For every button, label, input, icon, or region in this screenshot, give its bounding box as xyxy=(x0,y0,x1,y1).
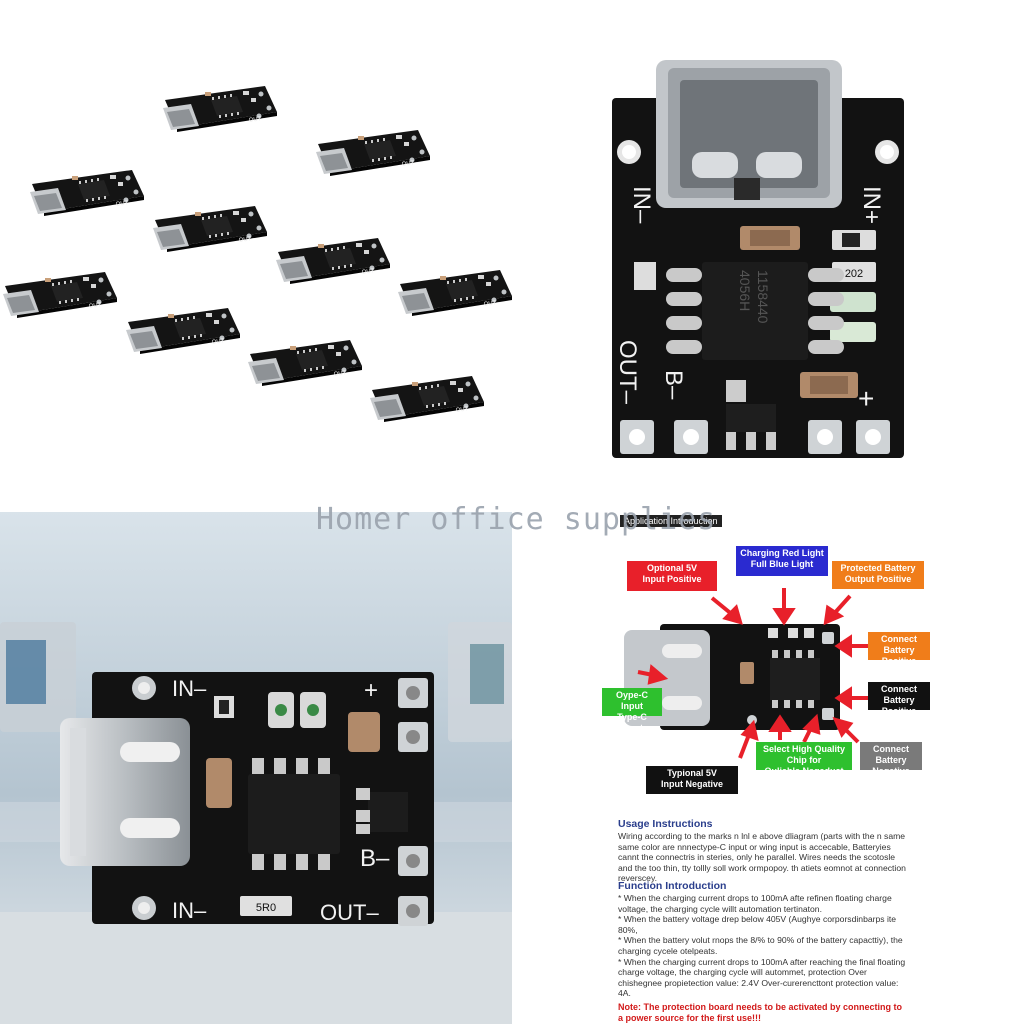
application-infographic: Application Introduction xyxy=(512,512,1024,1024)
in-plus-label: IN+ xyxy=(858,186,885,224)
resistor-label: 202 xyxy=(845,268,863,280)
board-lab-scene: IN– IN– + B– OUT– 5R0 xyxy=(0,512,512,1024)
callout-typical-5v: Typional 5V Input Negative xyxy=(646,766,738,794)
usb-c-connector-icon xyxy=(60,718,190,866)
b-minus-label: B– xyxy=(660,370,687,400)
chip-top-label: 4056H xyxy=(737,270,753,311)
infographic-title: Application Introduction xyxy=(620,515,722,527)
usage-instructions: Usage Instructions Wiring according to t… xyxy=(618,818,908,884)
function-item: * When the charging current drops to 100… xyxy=(618,956,906,999)
function-introduction: Function Introduction * When the chargin… xyxy=(618,880,908,1024)
out-minus-label: OUT– xyxy=(320,900,379,925)
callout-chip: Select High Quality Chip for Ouliable Ne… xyxy=(756,742,852,776)
small-boards-illustration: OUT– xyxy=(3,86,512,422)
usb-c-connector-icon xyxy=(656,60,842,208)
function-heading: Function Introduction xyxy=(618,880,727,892)
red-arrow-icon xyxy=(637,588,868,759)
function-item: * When the battery volut rnops the 8/% t… xyxy=(618,935,903,956)
b-plus-label: + xyxy=(858,383,874,414)
product-grid-photo: OUT– xyxy=(0,0,512,512)
infographic-board xyxy=(624,588,868,759)
watermark-text: Homer office supplies xyxy=(316,502,717,537)
usage-heading: Usage Instructions xyxy=(618,818,713,830)
activation-note: Note: The protection board needs to be a… xyxy=(618,1001,903,1023)
in-minus-bottom-label: IN– xyxy=(172,898,207,923)
callout-typec-input: Oype-C Input Type-C input xyxy=(602,688,662,733)
board-top-view-photo: IN– IN+ OUT– B– + 202 4056H 1158440 xyxy=(512,0,1024,512)
function-item: * When the battery voltage drep below 40… xyxy=(618,914,897,935)
resistor-label: 5R0 xyxy=(256,902,276,914)
callout-charging-light: Charging Red Light Full Blue Light xyxy=(736,546,828,576)
b-plus-label: + xyxy=(364,677,378,704)
b-minus-label: B– xyxy=(360,845,390,872)
callout-protected-battery: Protected Battery Output Positive xyxy=(832,561,924,589)
callout-connect-battery-positive-2: Connect Battery Positive xyxy=(868,682,930,716)
board-top-view: IN– IN+ OUT– B– + 202 4056H 1158440 xyxy=(612,60,904,458)
callout-connect-battery-positive-1: Connect Battery Positive xyxy=(868,632,930,666)
usage-body: Wiring according to the marks n lnl e ab… xyxy=(618,831,906,884)
board-lab-photo: IN– IN– + B– OUT– 5R0 xyxy=(0,512,512,1024)
out-minus-label: OUT– xyxy=(614,340,641,405)
callout-connect-battery-negative: Connect Battery Negative xyxy=(860,742,922,776)
in-minus-label: IN– xyxy=(628,186,655,224)
function-item: * When the charging current drops to 100… xyxy=(618,893,892,914)
in-minus-top-label: IN– xyxy=(172,676,207,701)
callout-optional-5v: Optional 5V Input Positive xyxy=(627,561,717,591)
chip-bottom-label: 1158440 xyxy=(755,270,771,324)
